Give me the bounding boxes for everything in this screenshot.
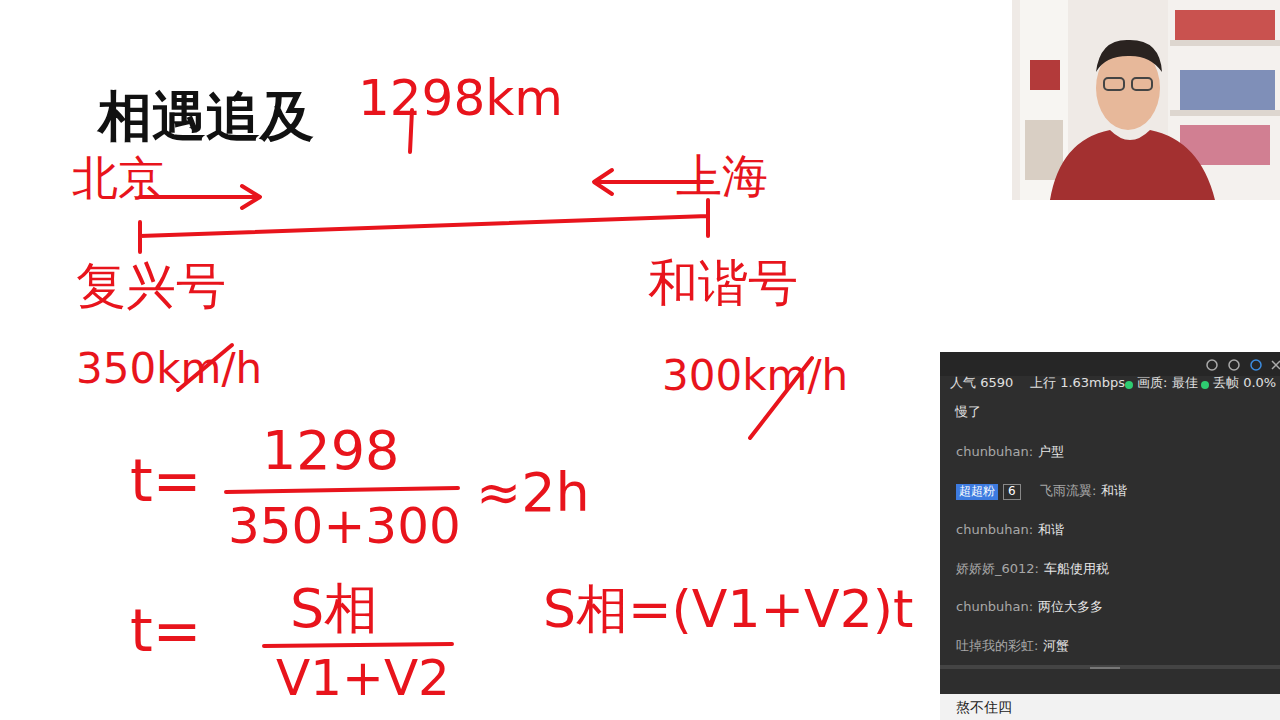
- train-label: 和谐号: [648, 255, 798, 313]
- chat-username: chunbuhan:: [956, 523, 1033, 538]
- chat-username: 飞雨流翼:: [1040, 484, 1096, 499]
- webcam-feed: [1012, 0, 1280, 200]
- chat-input: 熬不住四: [956, 699, 1012, 715]
- chat-message: 车船使用税: [1044, 562, 1109, 577]
- status-text: 人气 6590: [950, 376, 1013, 391]
- fraction-bar: [264, 644, 452, 646]
- status-text: 丢帧 0.0%: [1213, 376, 1276, 391]
- chat-username: 娇娇娇_6012:: [956, 562, 1039, 577]
- train-label: 复兴号: [76, 258, 226, 316]
- status-text: 画质: 最佳: [1137, 376, 1198, 391]
- formula-text: 1298: [262, 420, 399, 482]
- distance-label: 1298km: [358, 70, 563, 128]
- status-text: 上行 1.63mbps: [1030, 376, 1125, 391]
- distance-segment: [140, 200, 708, 252]
- board-title: 相遇追及: [98, 86, 314, 148]
- city-label: 上海: [676, 150, 768, 203]
- formula-text: ≈2h: [476, 462, 590, 524]
- speed-label: 300km/h: [662, 352, 848, 400]
- chat-username: 吐掉我的彩虹:: [956, 639, 1038, 654]
- chat-message: 和谐: [1101, 484, 1127, 499]
- chat-message: 河蟹: [1043, 639, 1069, 654]
- formula-text: S相=(V1+V2)t: [543, 580, 913, 640]
- fraction-bar: [226, 488, 458, 492]
- city-label: 北京: [72, 152, 164, 205]
- chat-message: 和谐: [1038, 523, 1064, 538]
- formula-text: t=: [130, 598, 201, 665]
- fan-badge: 超超粉: [956, 484, 998, 500]
- formula-text: 350+300: [228, 498, 461, 556]
- chat-username: chunbuhan:: [956, 600, 1033, 615]
- chat-panel: [940, 352, 1280, 720]
- speed-label: 350km/h: [76, 345, 262, 393]
- chat-message: 两位大多多: [1038, 600, 1103, 615]
- formula-text: S相: [290, 578, 378, 640]
- chat-message: 户型: [1038, 445, 1064, 460]
- fan-level: 6: [1003, 484, 1021, 500]
- formula-text: V1+V2: [276, 650, 450, 708]
- formula-text: t=: [130, 448, 201, 515]
- chat-username: chunbuhan:: [956, 445, 1033, 460]
- chat-message: 慢了: [955, 405, 981, 420]
